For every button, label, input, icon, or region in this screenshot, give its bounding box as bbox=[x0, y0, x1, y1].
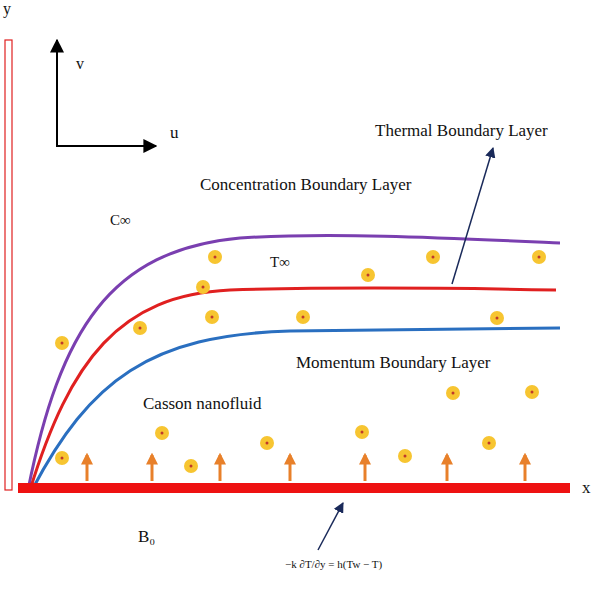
particle-body bbox=[55, 336, 69, 350]
fluid-label: Casson nanofluid bbox=[143, 395, 262, 414]
nanoparticle bbox=[355, 425, 369, 439]
particle-body bbox=[446, 386, 460, 400]
ambient-label: C∞ bbox=[110, 212, 131, 229]
nanoparticle bbox=[490, 311, 504, 325]
particle-body bbox=[525, 385, 539, 399]
momentum-curve bbox=[32, 328, 560, 490]
particle-body bbox=[196, 280, 210, 294]
particle-core bbox=[266, 442, 269, 445]
particle-core bbox=[161, 432, 164, 435]
nanoparticle bbox=[398, 449, 412, 463]
magnetic-field-arrows bbox=[87, 455, 525, 481]
field-label: B₀ bbox=[138, 528, 155, 547]
thermal-curve bbox=[30, 288, 556, 490]
leader-arrow bbox=[452, 148, 493, 284]
boundary-condition: −k ∂T/∂y = h(Tw − T) bbox=[285, 558, 382, 570]
nanoparticle bbox=[361, 268, 375, 282]
nanoparticle bbox=[155, 426, 169, 440]
particle-core bbox=[531, 391, 534, 394]
nanoparticle bbox=[133, 321, 147, 335]
field-arrow bbox=[151, 455, 154, 481]
particle-core bbox=[496, 317, 499, 320]
nanoparticle bbox=[208, 250, 222, 264]
nanoparticle bbox=[426, 250, 440, 264]
particle-body bbox=[155, 426, 169, 440]
particle-body bbox=[482, 436, 496, 450]
particle-body bbox=[296, 310, 310, 324]
axis-label: x bbox=[582, 479, 591, 498]
particle-core bbox=[302, 316, 305, 319]
particle-core bbox=[361, 431, 364, 434]
particle-core bbox=[190, 465, 193, 468]
particle-core bbox=[404, 455, 407, 458]
particle-body bbox=[208, 250, 222, 264]
vertical-wall bbox=[5, 40, 12, 490]
particle-body bbox=[355, 425, 369, 439]
particle-body bbox=[184, 459, 198, 473]
particle-body bbox=[532, 250, 546, 264]
u-axis-arrow bbox=[56, 145, 156, 147]
particle-core bbox=[488, 442, 491, 445]
particle-body bbox=[426, 250, 440, 264]
particle-body bbox=[490, 311, 504, 325]
nanoparticle bbox=[446, 386, 460, 400]
plate bbox=[18, 483, 570, 493]
particle-body bbox=[398, 449, 412, 463]
particle-body bbox=[205, 310, 219, 324]
axis-label: u bbox=[170, 124, 179, 143]
nanoparticle bbox=[55, 336, 69, 350]
particle-core bbox=[538, 256, 541, 259]
nanoparticle bbox=[296, 310, 310, 324]
particle-core bbox=[214, 256, 217, 259]
concentration-curve bbox=[28, 235, 560, 490]
field-arrow bbox=[86, 455, 89, 481]
nanoparticle bbox=[525, 385, 539, 399]
ambient-label: T∞ bbox=[270, 254, 290, 271]
field-arrow bbox=[446, 455, 449, 481]
particle-core bbox=[432, 256, 435, 259]
field-arrow bbox=[524, 455, 527, 481]
layer-label: Concentration Boundary Layer bbox=[200, 176, 412, 195]
nanoparticle bbox=[205, 310, 219, 324]
nanoparticle bbox=[196, 280, 210, 294]
particle-core bbox=[452, 392, 455, 395]
particle-body bbox=[133, 321, 147, 335]
particle-core bbox=[202, 286, 205, 289]
nanoparticle bbox=[482, 436, 496, 450]
nanoparticle bbox=[184, 459, 198, 473]
particle-core bbox=[211, 316, 214, 319]
layer-label: Momentum Boundary Layer bbox=[296, 354, 491, 373]
particle-core bbox=[61, 342, 64, 345]
field-arrow bbox=[219, 455, 222, 481]
leader-arrow bbox=[318, 503, 343, 550]
particle-body bbox=[361, 268, 375, 282]
v-axis-arrow bbox=[56, 40, 58, 146]
nanoparticle bbox=[260, 436, 274, 450]
nanoparticles bbox=[55, 250, 546, 473]
nanoparticle bbox=[532, 250, 546, 264]
axis-label: v bbox=[76, 55, 84, 73]
layer-label: Thermal Boundary Layer bbox=[375, 122, 548, 141]
field-arrow bbox=[289, 455, 292, 481]
particle-body bbox=[55, 451, 69, 465]
particle-core bbox=[61, 457, 64, 460]
nanoparticle bbox=[55, 451, 69, 465]
particle-core bbox=[139, 327, 142, 330]
axis-label: y bbox=[3, 0, 11, 18]
particle-body bbox=[260, 436, 274, 450]
field-arrow bbox=[364, 455, 367, 481]
particle-core bbox=[367, 274, 370, 277]
